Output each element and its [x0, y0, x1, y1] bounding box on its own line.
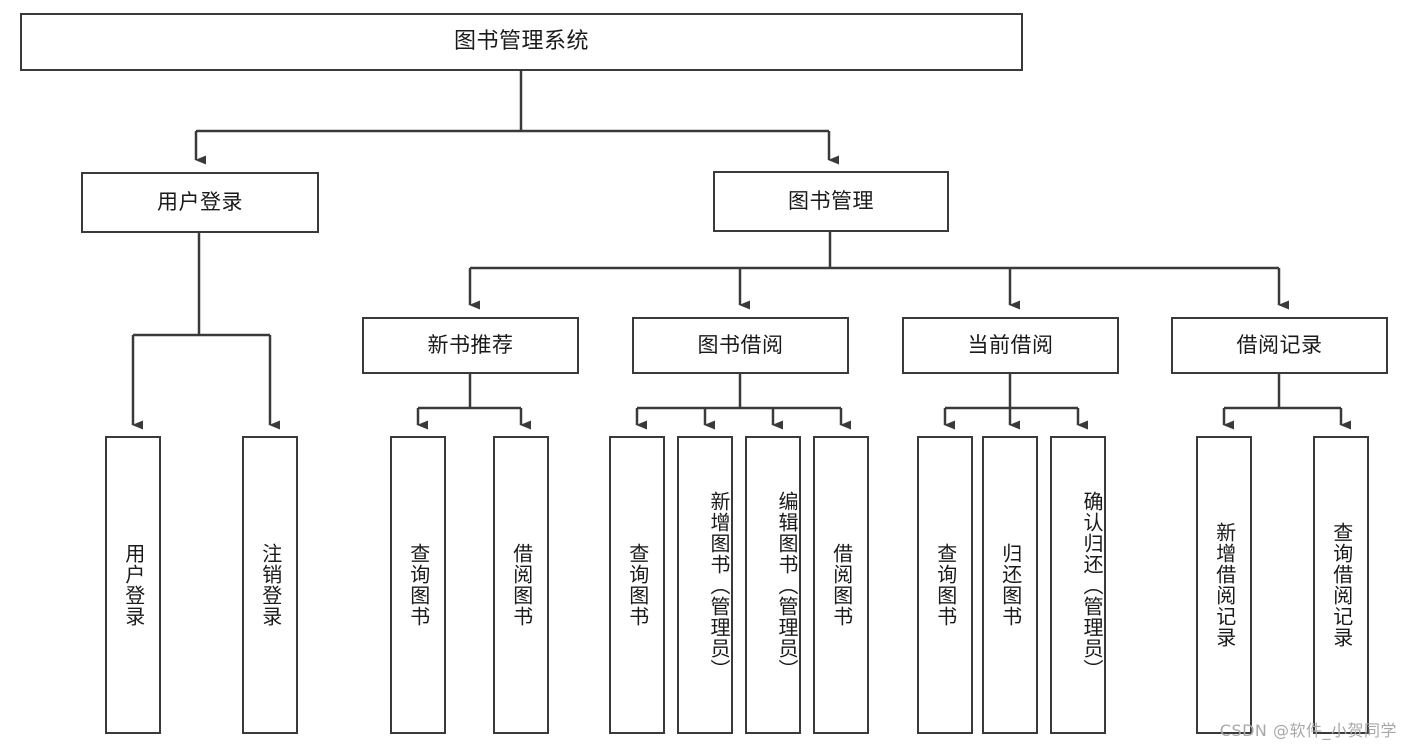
node-label: 借阅图书: [509, 543, 534, 627]
node-current-borrow[interactable]: 当前借阅: [902, 317, 1119, 374]
node-label: 图书管理系统: [453, 28, 589, 54]
node-label: 查询图书: [625, 543, 650, 627]
node-label: 图书借阅: [697, 332, 784, 357]
node-borrow-record[interactable]: 借阅记录: [1171, 317, 1388, 374]
node-label: 编辑图书（管理员）: [775, 490, 799, 680]
node-label: 查询图书: [933, 543, 958, 627]
node-leaf-borrow-book-newbook[interactable]: 借阅图书: [493, 436, 549, 734]
node-label: 新增借阅记录: [1212, 522, 1237, 648]
node-label: 注销登录: [258, 543, 283, 627]
node-leaf-query-book-borrow[interactable]: 查询图书: [609, 436, 665, 734]
node-new-book-recommend[interactable]: 新书推荐: [362, 317, 579, 374]
node-leaf-return-book[interactable]: 归还图书: [982, 436, 1038, 734]
node-leaf-logout-login[interactable]: 注销登录: [242, 436, 298, 734]
node-label: 图书管理: [788, 188, 874, 213]
node-book-borrow[interactable]: 图书借阅: [632, 317, 849, 374]
node-label: 查询图书: [406, 543, 431, 627]
node-label: 新增图书（管理员）: [707, 490, 731, 680]
node-leaf-add-book-admin[interactable]: 新增图书（管理员）: [677, 436, 733, 734]
node-book-management[interactable]: 图书管理: [713, 171, 949, 232]
node-leaf-user-login[interactable]: 用户登录: [105, 436, 161, 734]
node-label: 借阅记录: [1236, 332, 1323, 357]
node-leaf-add-borrow-record[interactable]: 新增借阅记录: [1196, 436, 1252, 734]
node-label: 用户登录: [157, 189, 243, 214]
node-leaf-confirm-return-admin[interactable]: 确认归还（管理员）: [1050, 436, 1106, 734]
node-leaf-borrow-book[interactable]: 借阅图书: [813, 436, 869, 734]
node-leaf-query-book-current[interactable]: 查询图书: [917, 436, 973, 734]
node-root-book-management-system[interactable]: 图书管理系统: [20, 13, 1023, 71]
watermark-text: CSDN @软件_小贺同学: [1219, 721, 1397, 740]
node-label: 新书推荐: [427, 332, 514, 357]
node-label: 归还图书: [998, 543, 1023, 627]
node-label: 查询借阅记录: [1329, 522, 1354, 648]
node-label: 确认归还（管理员）: [1080, 490, 1104, 680]
node-label: 借阅图书: [829, 543, 854, 627]
node-leaf-query-borrow-record[interactable]: 查询借阅记录: [1313, 436, 1369, 734]
node-leaf-query-book-newbook[interactable]: 查询图书: [390, 436, 446, 734]
node-user-login[interactable]: 用户登录: [81, 172, 319, 233]
node-label: 当前借阅: [967, 332, 1054, 357]
node-label: 用户登录: [121, 543, 146, 627]
node-leaf-edit-book-admin[interactable]: 编辑图书（管理员）: [745, 436, 801, 734]
